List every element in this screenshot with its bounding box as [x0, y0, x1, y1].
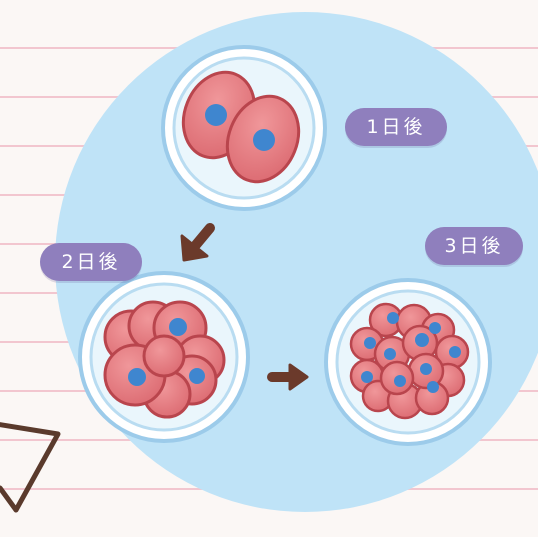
nucleus — [420, 363, 432, 375]
nucleus — [205, 104, 227, 126]
nucleus — [384, 348, 396, 360]
nucleus — [128, 368, 146, 386]
nucleus — [361, 371, 373, 383]
label-day2: 2日後 — [40, 243, 142, 281]
cell — [144, 336, 184, 376]
nucleus — [169, 318, 187, 336]
nucleus — [415, 333, 429, 347]
nucleus — [449, 346, 461, 358]
nucleus — [364, 337, 376, 349]
nucleus — [189, 368, 205, 384]
nucleus — [394, 375, 406, 387]
label-day3: 3日後 — [425, 227, 523, 265]
embryo-day3 — [326, 280, 490, 444]
nucleus — [253, 129, 275, 151]
embryo-day1 — [163, 47, 325, 209]
label-day1: 1日後 — [345, 108, 447, 146]
nucleus — [387, 312, 399, 324]
speech-bubble-outline — [0, 424, 58, 510]
nucleus — [427, 381, 439, 393]
embryo-day2 — [80, 273, 248, 441]
nucleus — [429, 322, 441, 334]
